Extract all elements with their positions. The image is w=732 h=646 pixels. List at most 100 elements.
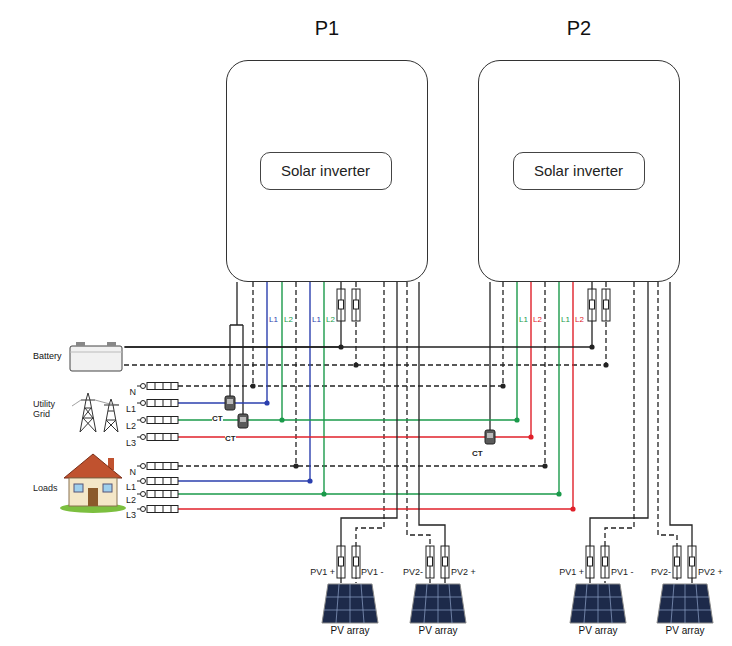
label-holder: N	[130, 461, 137, 479]
wire-label: L1	[312, 316, 321, 325]
label-holder: PV1 +	[559, 561, 584, 579]
junction-dot	[293, 463, 298, 468]
junction-dot	[570, 506, 575, 511]
wire-label: L1	[519, 316, 528, 325]
terminal-label: PV1 +	[310, 568, 335, 578]
house-icon	[88, 488, 98, 506]
junction-dot	[321, 491, 326, 496]
l1-blue-wire	[178, 282, 310, 481]
pv-terminal-symbol	[441, 546, 449, 578]
power-wire	[590, 282, 648, 583]
pv-panel-icon	[655, 583, 715, 625]
ct-label: CT	[212, 415, 223, 424]
terminal-label: PV2-	[651, 568, 671, 578]
pv-panel-icon	[320, 583, 380, 625]
label-holder: L1	[312, 308, 321, 326]
node-text: PV array	[666, 625, 705, 637]
unit-heading: P2	[479, 17, 679, 40]
dashed-wire	[502, 282, 503, 386]
dashed-wire	[252, 282, 253, 386]
terminal-label: L3	[126, 439, 136, 449]
terminal-block	[137, 400, 178, 407]
battery-terminal	[76, 342, 85, 346]
label-holder: PV2 +	[451, 561, 476, 579]
l3-red-wire	[530, 282, 531, 437]
ct-sensor	[225, 396, 495, 444]
pv-terminal-symbol	[426, 546, 434, 578]
terminal-label: N	[130, 388, 137, 398]
label-holder: L2	[533, 308, 542, 326]
dashed-wire	[178, 465, 545, 466]
junction-dot	[307, 478, 312, 483]
label-holder: PV1 -	[361, 561, 384, 579]
house-icon	[69, 478, 117, 506]
junction-dot	[250, 344, 608, 511]
terminal-label: Loads	[33, 484, 58, 494]
label-holder: L1	[126, 476, 136, 494]
label-holder: L3	[126, 432, 136, 450]
terminal-label: PV1 -	[611, 568, 634, 578]
label-holder: PV2 +	[698, 561, 723, 579]
unit-heading: P1	[227, 17, 427, 40]
l2-green-wire	[558, 282, 559, 494]
l2-green-wire	[323, 282, 324, 494]
label-holder: L1	[126, 398, 136, 416]
house-icon	[60, 454, 126, 513]
dashed-wire	[178, 385, 503, 386]
terminal-label: Utility Grid	[33, 400, 69, 420]
ct-label: CT	[225, 435, 236, 444]
pv-array: PV array	[406, 583, 470, 637]
dashed-wire	[544, 282, 545, 466]
pv-terminal-symbol	[601, 546, 609, 578]
terminal-label: PV1 -	[361, 568, 384, 578]
pv-terminal-symbol	[337, 546, 696, 578]
terminal-label: PV2 +	[451, 568, 476, 578]
l1-blue-wire	[178, 402, 267, 403]
pv-panel-icon	[570, 584, 626, 623]
power-wire	[341, 282, 397, 583]
terminal-block	[137, 491, 178, 498]
label-holder: PV2-	[651, 561, 671, 579]
battery-icon	[69, 339, 123, 373]
junction-dot	[264, 400, 269, 405]
label-holder: L1	[519, 308, 528, 326]
junction-dot	[556, 491, 561, 496]
power-wire	[125, 282, 341, 347]
wire-label: L1	[269, 316, 278, 325]
node-text: PV array	[579, 625, 618, 637]
label-holder: L3	[126, 504, 136, 522]
terminal-label: PV2 +	[698, 568, 723, 578]
l3-red-wire	[178, 508, 573, 509]
wire-label: L1	[561, 316, 570, 325]
terminal-block	[137, 463, 178, 470]
dashed-wire	[295, 282, 296, 466]
l2-green-wire	[178, 493, 559, 494]
breaker-symbol	[352, 289, 360, 321]
junction-dot	[353, 362, 358, 367]
house-icon	[64, 454, 122, 478]
label-holder: Loads	[33, 477, 58, 495]
label-holder: L2	[284, 308, 293, 326]
dashed-wire	[356, 282, 384, 583]
pv-panel-icon	[322, 584, 378, 623]
pv-terminal-symbol	[688, 546, 696, 578]
l2-green-wire	[178, 282, 559, 494]
battery-terminal	[107, 342, 116, 346]
junction-dot	[514, 417, 519, 422]
pv-panel-icon	[408, 583, 468, 625]
pv-panel-icon	[657, 584, 713, 623]
junction-dot	[528, 434, 533, 439]
terminal-label: L1	[126, 405, 136, 415]
junction-dot	[279, 417, 284, 422]
pv-terminal-symbol	[673, 546, 681, 578]
house-icon	[74, 484, 83, 492]
ct-sensor	[225, 396, 235, 410]
wire-label: L2	[284, 316, 293, 325]
ct-sensor	[485, 430, 495, 444]
inverter-box: P2Solar inverter	[478, 60, 680, 282]
label-holder: L2	[575, 308, 584, 326]
inverter-box: P1Solar inverter	[226, 60, 428, 282]
terminal-label: PV2-	[403, 568, 423, 578]
power-wire	[419, 282, 445, 583]
